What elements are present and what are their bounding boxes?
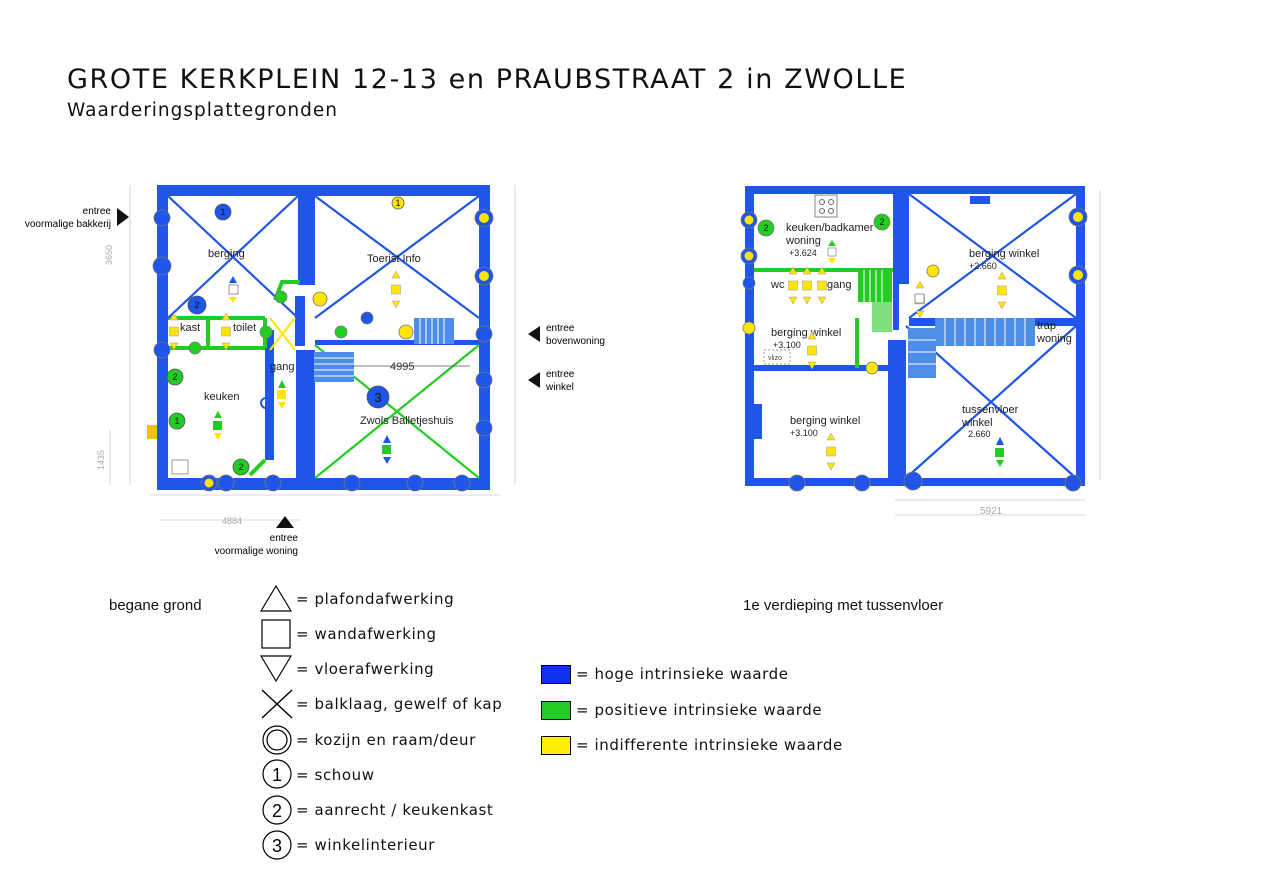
entree-bakkerij-label-1: entree (83, 206, 112, 217)
triangle-down-icon (259, 655, 293, 683)
dimension-4995: 4995 (390, 361, 414, 373)
swatch-blue (541, 665, 571, 684)
level-tussenvloer: 2.660 (968, 429, 991, 439)
circle-1-icon (262, 759, 292, 789)
room-trap: trap (1037, 320, 1056, 332)
circle-2-icon (262, 795, 292, 825)
entree-bakkerij-arrow (117, 208, 129, 226)
first-floor-plan: 5921 (740, 186, 1101, 517)
room-tussenvloer: tussenvloer (962, 404, 1019, 416)
legend-schouw: = schouw (296, 766, 375, 784)
double-circle-icon (262, 725, 292, 755)
room-keuken: keuken (204, 391, 239, 403)
legend-winkelinterieur: = winkelinterieur (296, 836, 436, 854)
entree-winkel-arrow (528, 372, 540, 388)
level-woning: +3.624 (789, 248, 817, 258)
entree-bovenwoning-label-1: entree (546, 323, 575, 334)
room-toilet: toilet (233, 322, 256, 334)
level-berging-winkel-2: +3.100 (773, 340, 801, 350)
svg-text:1: 1 (220, 207, 225, 217)
room-berging-winkel-2: berging winkel (771, 327, 841, 339)
circle-3-icon (262, 830, 292, 860)
legend-balklaag: = balklaag, gewelf of kap (296, 695, 503, 713)
number-3-marker: 3 (374, 390, 381, 405)
room-tussen-winkel: winkel (961, 417, 993, 429)
entree-bovenwoning-arrow (528, 326, 540, 342)
swatch-green (541, 701, 571, 720)
room-berging-winkel-3: berging winkel (790, 415, 860, 427)
room-woning: woning (785, 235, 821, 247)
svg-text:2: 2 (172, 372, 177, 382)
entree-woning-label-2: voormalige woning (215, 546, 298, 557)
room-wc: wc (770, 279, 785, 291)
legend-positieve-waarde: = positieve intrinsieke waarde (576, 701, 823, 719)
legend-wandafwerking: = wandafwerking (296, 625, 437, 643)
entree-winkel-label-1: entree (546, 369, 575, 380)
number-2-marker-first: 2 (879, 217, 884, 227)
level-berging-winkel-3: +3.100 (790, 428, 818, 438)
floor-label-first: 1e verdieping met tussenvloer (743, 597, 944, 614)
dimension-4884: 4884 (222, 516, 242, 526)
entree-bovenwoning-label-2: bovenwoning (546, 336, 605, 347)
circle-2-label: 2 (272, 801, 282, 821)
entree-woning-arrow (276, 516, 294, 528)
svg-text:2: 2 (238, 462, 243, 472)
legend-symbols: 1 2 3 (259, 584, 293, 860)
entree-woning-label-1: entree (270, 533, 299, 544)
vlizo-label: vlizo (768, 355, 782, 362)
cross-icon (261, 689, 293, 719)
room-berging-winkel-1: berging winkel (969, 248, 1039, 260)
room-gang: gang (270, 361, 294, 373)
triangle-up-icon (259, 584, 293, 612)
room-berging: berging (208, 248, 245, 260)
entree-bakkerij-label-2: voormalige bakkerij (25, 219, 111, 230)
dimension-1435: 1435 (96, 450, 106, 470)
ground-stair-1 (414, 318, 454, 344)
circle-3-label: 3 (272, 836, 282, 856)
svg-text:2: 2 (194, 300, 199, 310)
room-toerist-info: Toerist Info (367, 253, 421, 265)
page-subtitle: Waarderingsplattegronden (67, 100, 338, 121)
svg-text:2: 2 (763, 223, 768, 233)
dimension-5921: 5921 (980, 506, 1003, 517)
legend-plafondafwerking: = plafondafwerking (296, 590, 455, 608)
room-trap-woning: woning (1036, 333, 1072, 345)
ground-floor-plan: 4884 1435 3650 (25, 185, 605, 557)
svg-text:1: 1 (174, 416, 179, 426)
room-keuken-badkamer: keuken/badkamer (786, 222, 874, 234)
legend-aanrecht: = aanrecht / keukenkast (296, 801, 494, 819)
floor-label-ground: begane grond (109, 597, 202, 614)
first-stair-blue (908, 318, 1035, 378)
square-icon (261, 619, 291, 649)
page-title: GROTE KERKPLEIN 12-13 en PRAUBSTRAAT 2 i… (67, 64, 908, 95)
svg-text:1: 1 (395, 198, 400, 208)
dimension-3650: 3650 (104, 245, 114, 265)
room-kast: kast (180, 322, 200, 334)
ground-stair-2 (314, 352, 354, 382)
level-berging-winkel-1: +2.660 (969, 261, 997, 271)
circle-1-label: 1 (272, 765, 282, 785)
entree-winkel-label-2: winkel (545, 382, 574, 393)
room-gang-first: gang (827, 279, 851, 291)
legend-indifferente-waarde: = indifferente intrinsieke waarde (576, 736, 843, 754)
swatch-yellow (541, 736, 571, 755)
first-stair-green (858, 270, 892, 332)
room-balletjeshuis: Zwols Balletjeshuis (360, 415, 454, 427)
legend-hoge-waarde: = hoge intrinsieke waarde (576, 665, 789, 683)
legend-vloerafwerking: = vloerafwerking (296, 660, 435, 678)
legend-kozijn: = kozijn en raam/deur (296, 731, 476, 749)
